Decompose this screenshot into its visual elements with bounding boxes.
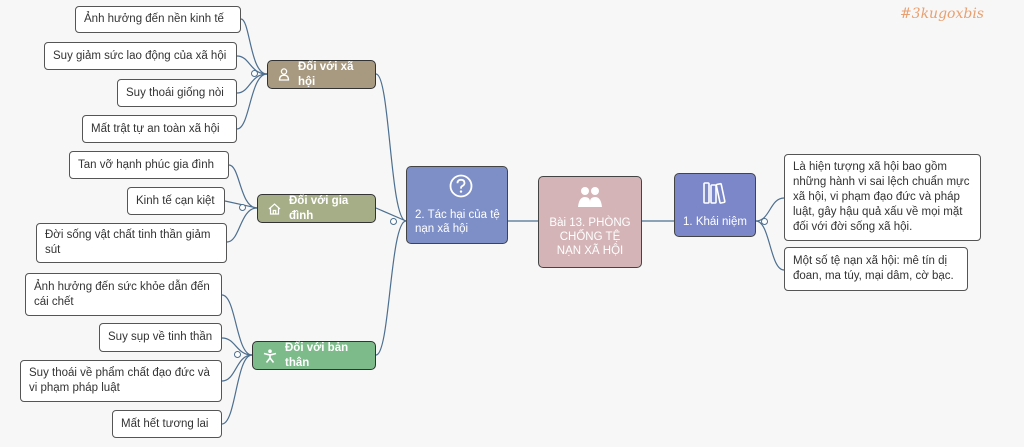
concept-definition: Là hiện tượng xã hội bao gồm những hành … xyxy=(784,154,981,241)
self-item-3: Suy thoái về phẩm chất đạo đức và vi phạ… xyxy=(20,360,222,402)
figure-icon xyxy=(263,348,277,363)
society-item-4: Mất trật tự an toàn xã hội xyxy=(82,115,237,143)
junction-dot xyxy=(390,218,397,225)
person-icon xyxy=(278,68,290,81)
books-icon xyxy=(702,181,728,209)
family-item-1: Tan vỡ hạnh phúc gia đình xyxy=(69,151,229,179)
concept-label: 1. Khái niệm xyxy=(683,216,747,228)
family-item-2: Kinh tế cạn kiệt xyxy=(127,187,225,215)
home-icon xyxy=(268,202,281,215)
concept-examples: Một số tệ nạn xã hội: mê tín dị đoan, ma… xyxy=(784,247,968,291)
self-item-2: Suy sụp về tinh thần xyxy=(99,323,222,352)
junction-dot xyxy=(234,351,241,358)
junction-dot xyxy=(761,218,768,225)
family-item-3: Đời sống vật chất tinh thần giảm sút xyxy=(36,223,227,263)
society-item-2: Suy giảm sức lao động của xã hội xyxy=(44,42,237,70)
root-node[interactable]: Bài 13. PHÒNG CHỐNG TỆ NẠN XÃ HỘI xyxy=(538,176,642,268)
people-icon xyxy=(577,186,603,212)
harm-node[interactable]: 2. Tác hại của tệ nạn xã hội xyxy=(406,166,508,244)
self-item-4: Mất hết tương lai xyxy=(112,410,222,438)
watermark-text: #3kugoxbis xyxy=(899,6,984,22)
concept-node[interactable]: 1. Khái niệm xyxy=(674,173,756,237)
question-icon xyxy=(449,174,473,202)
group-society[interactable]: Đối với xã hội xyxy=(267,60,376,89)
society-item-3: Suy thoái giống nòi xyxy=(117,79,237,107)
group-family[interactable]: Đối với gia đình xyxy=(257,194,376,223)
junction-dot xyxy=(239,204,246,211)
junction-dot xyxy=(251,70,258,77)
society-item-1: Ảnh hưởng đến nền kinh tế xyxy=(75,6,241,33)
harm-label: 2. Tác hại của tệ nạn xã hội xyxy=(415,209,500,235)
root-label: Bài 13. PHÒNG CHỐNG TỆ NẠN XÃ HỘI xyxy=(549,217,631,257)
group-self[interactable]: Đối với bản thân xyxy=(252,341,376,370)
self-item-1: Ảnh hưởng đến sức khỏe dẫn đến cái chết xyxy=(25,273,222,316)
